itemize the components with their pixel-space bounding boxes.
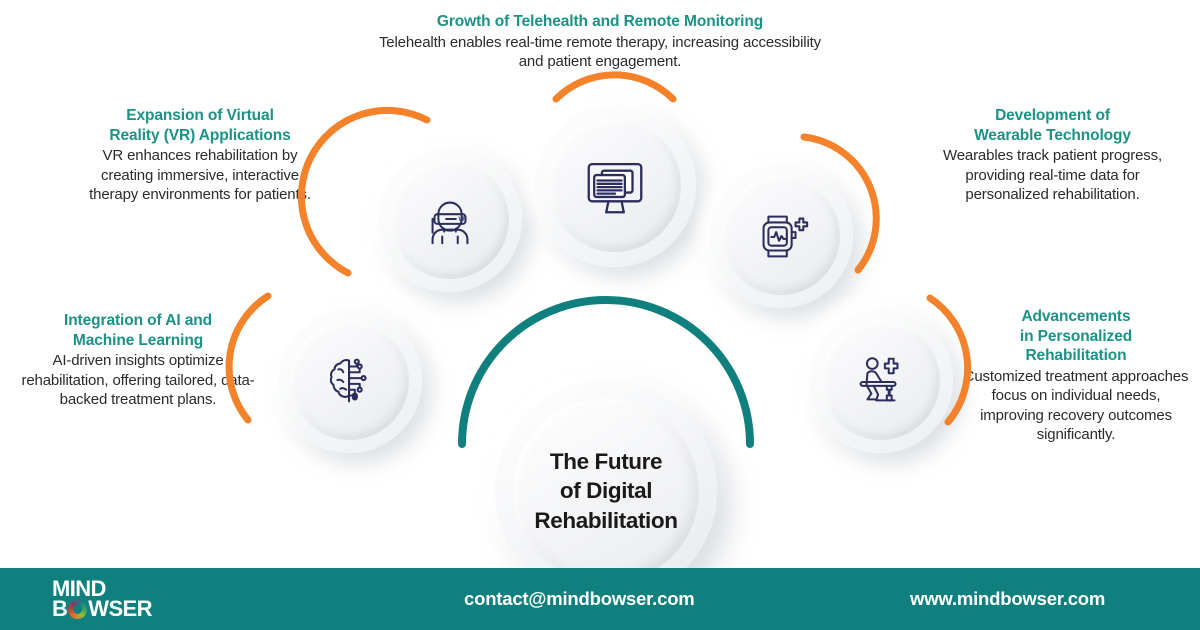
telehealth-title: Growth of Telehealth and Remote Monitori… (436, 13, 764, 30)
ai-description: AI-driven insights optimize rehabilitati… (21, 352, 255, 409)
ai-title-line2: Machine Learning (72, 331, 204, 349)
ai-title-line1: Integration of AI and (63, 312, 212, 329)
wearable-description: Wearables track patient progress, provid… (942, 147, 1163, 204)
wearable-title: Development of Wearable Technology (925, 106, 1180, 145)
node-telehealth (533, 104, 696, 267)
block-vr: Expansion of Virtual Reality (VR) Applic… (75, 106, 325, 205)
node-ai (277, 308, 422, 453)
footer-bar: MIND B WSER contact@mindbowser.com www.m… (0, 568, 1200, 630)
svg-text:VR: VR (458, 217, 467, 223)
vr-title: Expansion of Virtual Reality (VR) Applic… (75, 106, 325, 145)
block-personalized: Advancements in Personalized Rehabilitat… (962, 307, 1190, 445)
logo-letter-b: B (52, 596, 68, 622)
personalized-description: Customized treatment approaches focus on… (963, 367, 1189, 444)
footer-email[interactable]: contact@mindbowser.com (464, 588, 695, 609)
personalized-title-line3: Rehabilitation (1025, 347, 1127, 365)
block-telehealth: Growth of Telehealth and Remote Monitori… (370, 12, 830, 72)
desktop-monitor-icon (587, 162, 642, 213)
physical-therapy-icon (859, 356, 898, 401)
center-title-line2: of Digital (559, 478, 653, 504)
ai-brain-circuit-icon (329, 358, 367, 402)
vr-title-line2: Reality (VR) Applications (109, 126, 291, 144)
logo-swirl-icon (68, 600, 88, 620)
center-hub-title: The Future of Digital Rehabilitation (534, 447, 678, 535)
vr-description: VR enhances rehabilitation by creating i… (89, 147, 311, 204)
node-wearable (708, 163, 853, 308)
smartwatch-health-icon (762, 215, 808, 257)
personalized-title-line1: Advancements (1021, 308, 1131, 325)
mindbowser-logo[interactable]: MIND B WSER (52, 576, 192, 622)
node-vr: VR (377, 147, 522, 292)
node-personalized (808, 308, 953, 453)
ai-title: Integration of AI and Machine Learning (18, 311, 258, 350)
personalized-title: Advancements in Personalized Rehabilitat… (962, 307, 1190, 366)
center-title-line3: Rehabilitation (534, 507, 678, 533)
block-ai: Integration of AI and Machine Learning A… (18, 311, 258, 410)
logo-line-bowser: B WSER (52, 596, 192, 622)
logo-letters-wser: WSER (88, 596, 152, 622)
personalized-title-line2: in Personalized (1019, 327, 1133, 345)
logo-line-mind: MIND (52, 576, 106, 601)
block-wearable: Development of Wearable Technology Weara… (925, 106, 1180, 205)
center-title-line1: The Future (549, 449, 663, 475)
vr-title-line1: Expansion of Virtual (126, 107, 274, 124)
arc-telehealth (552, 71, 677, 103)
wearable-title-line1: Development of (995, 107, 1110, 124)
telehealth-description: Telehealth enables real-time remote ther… (378, 33, 822, 71)
vr-headset-person-icon: VR (431, 201, 468, 244)
footer-website[interactable]: www.mindbowser.com (910, 588, 1106, 609)
wearable-title-line2: Wearable Technology (974, 126, 1131, 144)
